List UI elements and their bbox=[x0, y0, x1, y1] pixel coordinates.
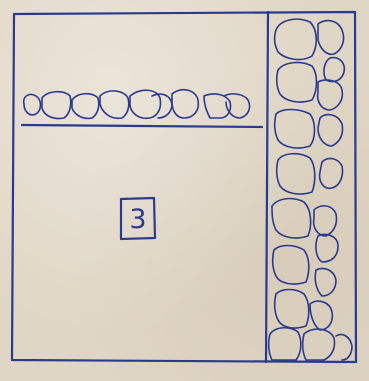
section-number: 3 bbox=[129, 206, 146, 233]
stone-row bbox=[24, 90, 250, 119]
stone bbox=[152, 94, 172, 118]
outer-frame bbox=[12, 12, 356, 362]
wall-divider bbox=[266, 12, 268, 362]
stone bbox=[100, 91, 129, 118]
stone bbox=[24, 94, 41, 114]
section-number-label: 3 bbox=[123, 199, 153, 239]
stone bbox=[42, 92, 71, 119]
wall-stones bbox=[269, 19, 352, 360]
row-baseline bbox=[22, 125, 262, 127]
stone bbox=[172, 90, 198, 118]
stone bbox=[72, 94, 99, 119]
